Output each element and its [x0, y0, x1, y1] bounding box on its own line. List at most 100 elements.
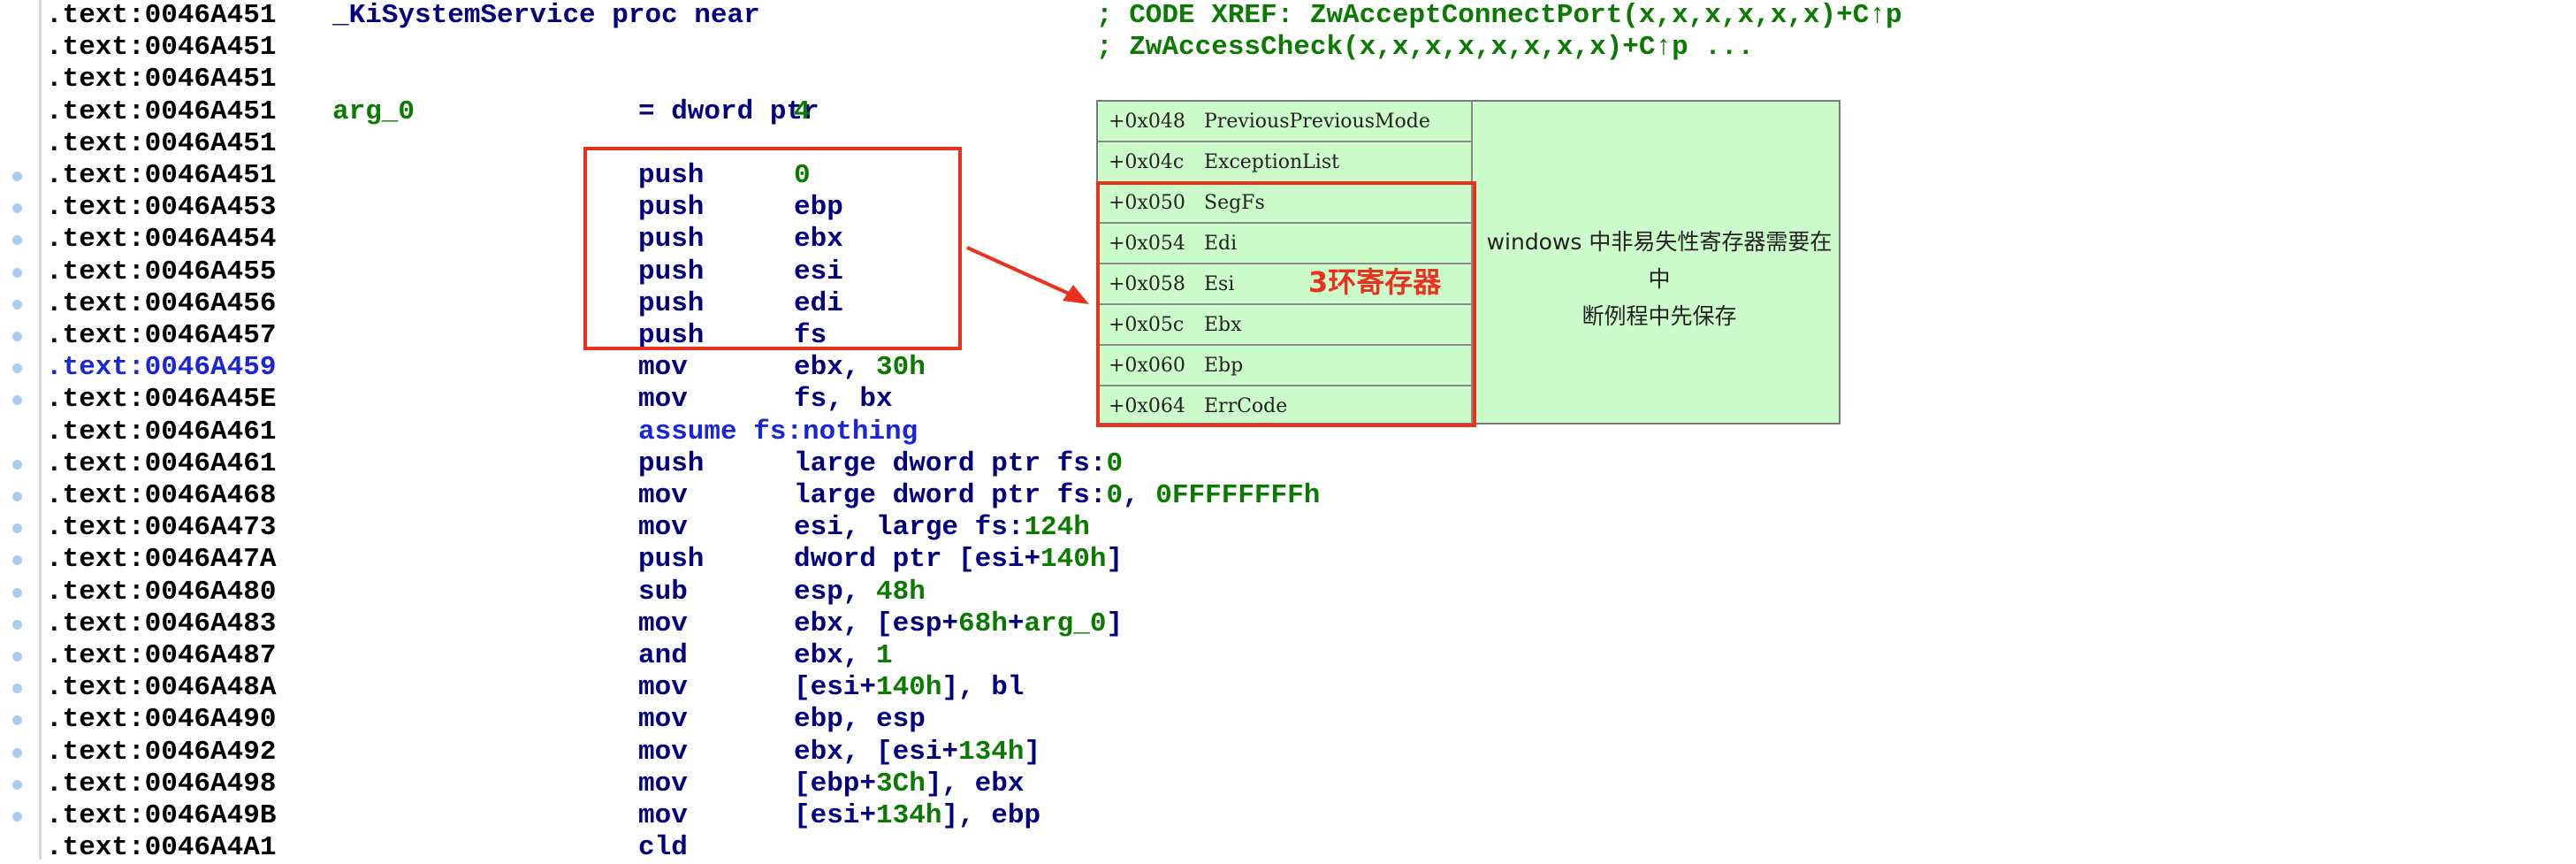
code-line[interactable]: .text:0046A451: [46, 32, 1478, 64]
breakpoint-marker[interactable]: [12, 172, 22, 181]
breakpoint-marker[interactable]: [12, 619, 22, 630]
code-address: .text:0046A451: [46, 0, 277, 31]
push-instructions-highlight: [583, 147, 962, 350]
code-mnemonic: mov: [638, 512, 688, 544]
code-mnemonic: assume fs:nothing: [638, 416, 918, 447]
code-mnemonic: push: [638, 447, 705, 479]
code-address: .text:0046A451: [46, 96, 277, 127]
breakpoint-marker[interactable]: [12, 555, 22, 566]
code-operand: large dword ptr fs:0, 0FFFFFFFFh: [794, 480, 1321, 511]
breakpoint-marker[interactable]: [12, 459, 22, 470]
ring3-registers-highlight: [1096, 181, 1476, 427]
table-note: windows 中非易失性寄存器需要在中 断例程中先保存: [1483, 224, 1835, 335]
code-address: .text:0046A468: [46, 480, 277, 511]
breakpoint-marker[interactable]: [12, 203, 22, 214]
breakpoint-marker[interactable]: [12, 652, 22, 661]
code-address: .text:0046A483: [46, 608, 277, 639]
code-mnemonic: mov: [638, 608, 688, 639]
code-operand: ebx: [794, 224, 843, 256]
code-address: .text:0046A480: [46, 576, 277, 608]
code-address: .text:0046A451: [46, 160, 277, 191]
code-address: .text:0046A48A: [46, 672, 277, 704]
breakpoint-marker[interactable]: [12, 395, 22, 406]
breakpoint-marker[interactable]: [12, 812, 22, 822]
code-operand: ebx, 30h: [794, 352, 926, 384]
code-operand: fs: [794, 320, 827, 351]
code-address: .text:0046A456: [46, 287, 277, 319]
code-mnemonic: push: [638, 224, 705, 256]
code-mnemonic: push: [638, 192, 705, 224]
code-operand: [esi+134h], ebp: [794, 800, 1041, 831]
code-operand: ebx, 1: [794, 640, 893, 671]
breakpoint-marker[interactable]: [12, 747, 22, 758]
code-line[interactable]: .text:0046A451_KiSystemService proc near: [46, 0, 1478, 32]
frame-offset: +0x060: [1109, 355, 1185, 377]
code-address: .text:0046A487: [46, 640, 277, 671]
code-mnemonic: mov: [638, 672, 688, 704]
breakpoint-marker[interactable]: [12, 363, 22, 374]
code-line[interactable]: .text:0046A451: [46, 128, 1478, 160]
breakpoint-gutter[interactable]: [0, 0, 42, 860]
code-operand: esi: [794, 256, 843, 287]
code-operand: [ebp+3Ch], ebx: [794, 768, 1025, 799]
code-line[interactable]: .text:0046A451: [46, 64, 1478, 96]
breakpoint-marker[interactable]: [12, 779, 22, 790]
breakpoint-marker[interactable]: [12, 299, 22, 310]
code-line[interactable]: .text:0046A473 mov esi, large fs:124h: [46, 512, 1478, 544]
breakpoint-marker[interactable]: [12, 684, 22, 694]
breakpoint-marker[interactable]: [12, 715, 22, 726]
code-mnemonic: mov: [638, 352, 688, 384]
breakpoint-marker[interactable]: [12, 235, 22, 246]
xref-comment-2: ; ZwAccessCheck(x,x,x,x,x,x,x,x)+C↑p ...: [1096, 32, 1755, 63]
code-address: .text:0046A454: [46, 224, 277, 256]
code-mnemonic: cld: [638, 832, 688, 864]
code-operand: 4: [794, 96, 811, 127]
code-address: .text:0046A45E: [46, 384, 277, 416]
code-mnemonic: push: [638, 544, 705, 576]
code-line[interactable]: .text:0046A48A mov [esi+140h], bl: [46, 672, 1478, 704]
breakpoint-marker[interactable]: [12, 587, 22, 598]
code-line[interactable]: .text:0046A454 push ebx: [46, 224, 1478, 256]
frame-offset: +0x064: [1109, 395, 1185, 417]
code-mnemonic: push: [638, 256, 705, 287]
code-operand: dword ptr [esi+140h]: [794, 544, 1124, 576]
frame-field-name: Ebp: [1204, 355, 1244, 377]
breakpoint-marker[interactable]: [12, 332, 22, 341]
code-operand: ebp, esp: [794, 704, 926, 736]
code-operand: [esi+140h], bl: [794, 672, 1025, 704]
code-operand: esi, large fs:124h: [794, 512, 1090, 544]
code-operand: edi: [794, 287, 843, 319]
arrow-icon: [966, 246, 1089, 304]
code-operand: ebx, [esi+134h]: [794, 736, 1041, 768]
frame-table-row: +0x060 Ebp: [1098, 346, 1471, 386]
breakpoint-marker[interactable]: [12, 492, 22, 501]
code-mnemonic: push: [638, 160, 705, 191]
code-address: .text:0046A473: [46, 512, 277, 544]
breakpoint-marker[interactable]: [12, 524, 22, 534]
breakpoint-marker[interactable]: [12, 267, 22, 278]
